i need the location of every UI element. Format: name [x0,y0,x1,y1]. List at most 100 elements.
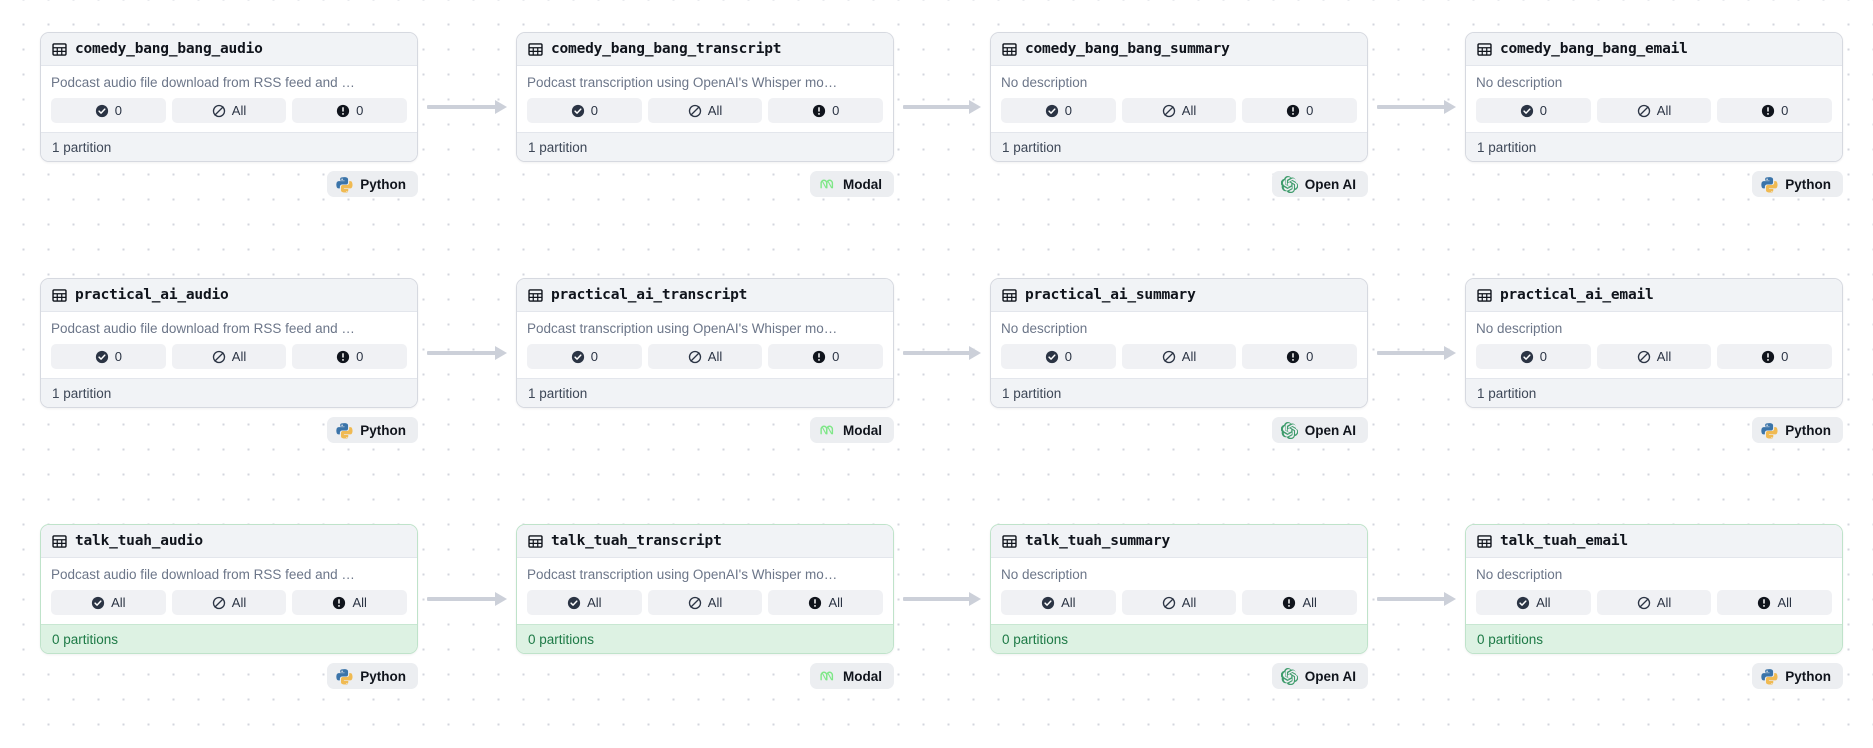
asset-partition-footer[interactable]: 0 partitions [41,624,417,653]
asset-partition-footer[interactable]: 1 partition [517,378,893,407]
tech-badge-python[interactable]: Python [327,171,418,197]
asset-stat-slash-circle[interactable]: All [1121,590,1237,615]
asset-stat-slash-circle[interactable]: All [171,98,287,123]
asset-stat-check-circle[interactable]: 0 [1476,98,1591,123]
asset-card-header[interactable]: comedy_bang_bang_email [1466,33,1842,66]
asset-stat-exclamation-circle[interactable]: 0 [1717,98,1833,123]
asset-stat-check-circle[interactable]: All [1476,590,1591,615]
asset-card-header[interactable]: talk_tuah_audio [41,525,417,558]
asset-stat-exclamation-circle[interactable]: 0 [768,344,884,369]
asset-card-header[interactable]: talk_tuah_transcript [517,525,893,558]
tech-badge-modal[interactable]: Modal [810,171,894,197]
asset-stat-slash-circle[interactable]: All [1121,344,1237,369]
asset-stat-check-circle[interactable]: All [527,590,642,615]
asset-stat-exclamation-circle[interactable]: 0 [1717,344,1833,369]
tech-badge-python[interactable]: Python [1752,417,1843,443]
asset-stat-exclamation-circle[interactable]: All [768,590,884,615]
asset-stat-slash-circle[interactable]: All [647,590,763,615]
asset-stat-exclamation-circle[interactable]: 0 [1242,344,1358,369]
asset-stat-check-circle[interactable]: 0 [1001,98,1116,123]
asset-stat-slash-circle[interactable]: All [1121,98,1237,123]
asset-stat-exclamation-circle[interactable]: 0 [292,344,408,369]
asset-stat-exclamation-circle[interactable]: 0 [1242,98,1358,123]
tech-badge-open-ai[interactable]: Open AI [1271,417,1368,443]
asset-partition-footer[interactable]: 1 partition [1466,378,1842,407]
asset-partition-footer[interactable]: 1 partition [41,378,417,407]
asset-partition-footer[interactable]: 1 partition [517,132,893,161]
asset-partition-footer[interactable]: 0 partitions [991,624,1367,653]
asset-card-header[interactable]: practical_ai_summary [991,279,1367,312]
tech-badge-python[interactable]: Python [1752,663,1843,689]
asset-card-header[interactable]: talk_tuah_email [1466,525,1842,558]
asset-stat-exclamation-circle[interactable]: All [292,590,408,615]
asset-card-header[interactable]: comedy_bang_bang_transcript [517,33,893,66]
asset-stat-value: All [707,595,723,610]
tech-badge-python[interactable]: Python [327,663,418,689]
asset-card-header[interactable]: practical_ai_email [1466,279,1842,312]
asset-stat-check-circle[interactable]: 0 [1001,344,1116,369]
tech-badge-modal[interactable]: Modal [810,417,894,443]
asset-stat-slash-circle[interactable]: All [647,98,763,123]
asset-partition-footer[interactable]: 0 partitions [1466,624,1842,653]
asset-partition-footer[interactable]: 1 partition [991,378,1367,407]
asset-partition-footer[interactable]: 1 partition [41,132,417,161]
asset-stat-slash-circle[interactable]: All [171,590,287,615]
asset-stat-exclamation-circle[interactable]: All [1242,590,1358,615]
asset-stat-check-circle[interactable]: All [1001,590,1116,615]
asset-card-header[interactable]: practical_ai_audio [41,279,417,312]
asset-stat-slash-circle[interactable]: All [1596,344,1712,369]
asset-stat-check-circle[interactable]: All [51,590,166,615]
tech-badge-open-ai[interactable]: Open AI [1271,663,1368,689]
asset-stat-exclamation-circle[interactable]: 0 [768,98,884,123]
asset-card-header[interactable]: comedy_bang_bang_audio [41,33,417,66]
asset-card-header[interactable]: comedy_bang_bang_summary [991,33,1367,66]
asset-stat-check-circle[interactable]: 0 [51,98,166,123]
asset-stat-exclamation-circle[interactable]: 0 [292,98,408,123]
asset-partition-footer[interactable]: 1 partition [1466,132,1842,161]
asset-stat-check-circle[interactable]: 0 [527,98,642,123]
asset-stat-slash-circle[interactable]: All [647,344,763,369]
asset-stat-check-circle[interactable]: 0 [527,344,642,369]
asset-card-header[interactable]: talk_tuah_summary [991,525,1367,558]
asset-partition-footer[interactable]: 0 partitions [517,624,893,653]
tech-badge-modal[interactable]: Modal [810,663,894,689]
asset-title: practical_ai_email [1500,287,1654,303]
tech-badge-open-ai[interactable]: Open AI [1271,171,1368,197]
asset-partition-footer[interactable]: 1 partition [991,132,1367,161]
asset-stat-slash-circle[interactable]: All [1596,98,1712,123]
asset-stat-check-circle[interactable]: 0 [1476,344,1591,369]
asset-card-header[interactable]: practical_ai_transcript [517,279,893,312]
asset-stat-slash-circle[interactable]: All [171,344,287,369]
tech-badge-python[interactable]: Python [1752,171,1843,197]
asset-stat-check-circle[interactable]: 0 [51,344,166,369]
asset-stat-exclamation-circle[interactable]: All [1717,590,1833,615]
asset-stat-slash-circle[interactable]: All [1596,590,1712,615]
tech-badge-python[interactable]: Python [327,417,418,443]
asset-stat-value: All [1777,595,1792,610]
